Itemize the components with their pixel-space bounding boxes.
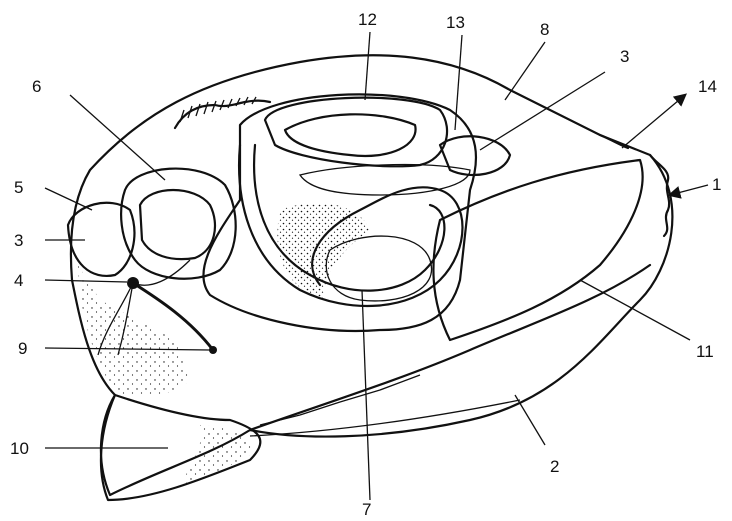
label-5: 5 <box>14 178 23 197</box>
label-13: 13 <box>446 13 465 32</box>
leader-11 <box>580 280 690 340</box>
pedal-ganglion <box>209 346 217 354</box>
ventricle <box>285 114 416 156</box>
leader-14 <box>622 95 685 148</box>
label-3-left: 3 <box>14 231 23 250</box>
label-6: 6 <box>32 77 41 96</box>
lower-mantle-hatch <box>250 375 520 436</box>
kidney <box>300 165 470 195</box>
label-9: 9 <box>18 339 27 358</box>
label-8: 8 <box>540 20 549 39</box>
gill <box>433 160 642 340</box>
label-3-right: 3 <box>620 47 629 66</box>
stomach-border <box>121 169 236 279</box>
leader-2 <box>515 395 545 445</box>
leader-6 <box>70 95 165 180</box>
label-2: 2 <box>550 457 559 476</box>
leader-1 <box>670 185 708 195</box>
dorsal-squiggle-teeth <box>180 97 256 122</box>
label-14: 14 <box>698 77 717 96</box>
label-1: 1 <box>712 175 721 194</box>
label-4: 4 <box>14 271 23 290</box>
stomach <box>140 190 215 259</box>
label-11: 11 <box>696 342 714 361</box>
foot-stipple <box>180 425 251 485</box>
label-7: 7 <box>362 500 371 519</box>
label-10: 10 <box>10 439 29 458</box>
leader-12 <box>365 32 370 100</box>
label-12: 12 <box>358 10 377 29</box>
leader-5 <box>45 188 92 210</box>
leader-8 <box>505 42 545 100</box>
